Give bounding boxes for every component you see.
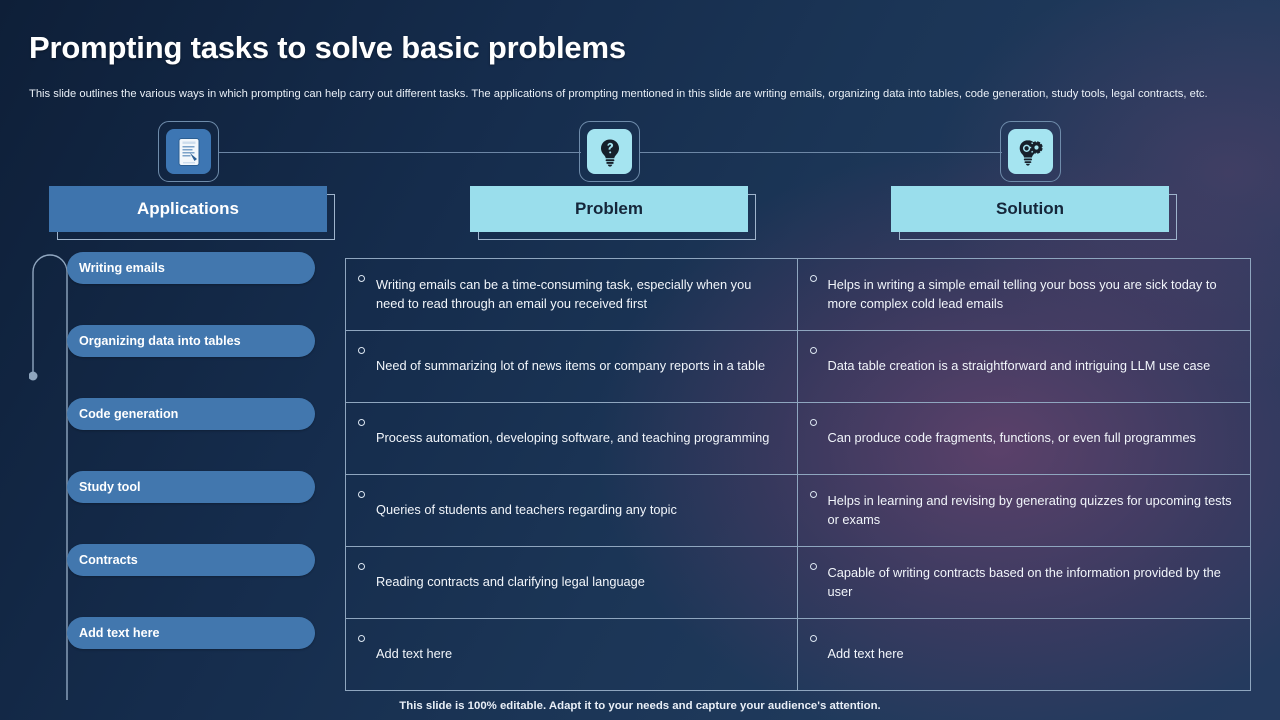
table-cell-text: Can produce code fragments, functions, o…: [827, 430, 1196, 446]
table-cell-text: Need of summarizing lot of news items or…: [376, 358, 766, 374]
connector-line-problem-solution: [639, 152, 1002, 153]
table-cell-problem[interactable]: Writing emails can be a time-consuming t…: [346, 259, 798, 330]
sidebar-item-organizing-data-into-tables[interactable]: Organizing data into tables: [67, 325, 315, 357]
page-title: Prompting tasks to solve basic problems: [29, 30, 626, 65]
table-row: Writing emails can be a time-consuming t…: [346, 259, 1250, 331]
table-cell-text: Add text here: [376, 646, 453, 662]
bullet-circle-icon: [358, 419, 365, 426]
table-cell-text: Queries of students and teachers regardi…: [376, 502, 677, 518]
table-cell-solution[interactable]: Helps in learning and revising by genera…: [798, 475, 1251, 546]
bullet-circle-icon: [358, 347, 365, 354]
table-cell-text: Data table creation is a straightforward…: [827, 358, 1211, 374]
sidebar-item-label: Add text here: [79, 626, 160, 640]
bullet-circle-icon: [358, 563, 365, 570]
bullet-circle-icon: [358, 491, 365, 498]
table-cell-solution[interactable]: Data table creation is a straightforward…: [798, 331, 1251, 402]
icon-badge-problem: [579, 121, 640, 182]
table-cell-problem[interactable]: Reading contracts and clarifying legal l…: [346, 547, 798, 618]
document-list-icon: [166, 129, 211, 174]
sidebar-item-label: Writing emails: [79, 261, 165, 275]
bullet-circle-icon: [809, 491, 817, 498]
sidebar-item-writing-emails[interactable]: Writing emails: [67, 252, 315, 284]
column-header-label-applications: Applications: [49, 186, 327, 232]
sidebar-item-add-text-here[interactable]: Add text here: [67, 617, 315, 649]
table-cell-solution[interactable]: Can produce code fragments, functions, o…: [798, 403, 1251, 474]
page-subtitle: This slide outlines the various ways in …: [29, 88, 1208, 100]
bullet-circle-icon: [809, 347, 817, 354]
table-row: Need of summarizing lot of news items or…: [346, 331, 1250, 403]
table-cell-text: Process automation, developing software,…: [376, 430, 770, 446]
sidebar-item-code-generation[interactable]: Code generation: [67, 398, 315, 430]
lightbulb-question-icon: [587, 129, 632, 174]
table-cell-problem[interactable]: Need of summarizing lot of news items or…: [346, 331, 798, 402]
sidebar-item-label: Code generation: [79, 407, 179, 421]
table-cell-problem[interactable]: Queries of students and teachers regardi…: [346, 475, 798, 546]
bullet-circle-icon: [358, 275, 365, 282]
bullet-circle-icon: [809, 275, 817, 282]
lightbulb-gear-icon: [1008, 129, 1053, 174]
table-cell-solution[interactable]: Helps in writing a simple email telling …: [798, 259, 1251, 330]
column-header-label-solution: Solution: [891, 186, 1169, 232]
table-cell-problem[interactable]: Add text here: [346, 619, 798, 690]
bullet-circle-icon: [809, 419, 817, 426]
table-row: Reading contracts and clarifying legal l…: [346, 547, 1250, 619]
table-row: Process automation, developing software,…: [346, 403, 1250, 475]
sidebar-item-study-tool[interactable]: Study tool: [67, 471, 315, 503]
table-cell-text: Reading contracts and clarifying legal l…: [376, 574, 645, 590]
footer-note: This slide is 100% editable. Adapt it to…: [399, 700, 881, 712]
table-cell-text: Helps in writing a simple email telling …: [827, 277, 1217, 311]
table-cell-problem[interactable]: Process automation, developing software,…: [346, 403, 798, 474]
column-header-problem[interactable]: Problem: [470, 186, 756, 240]
icon-badge-solution: [1000, 121, 1061, 182]
bullet-circle-icon: [358, 635, 365, 642]
table-row: Add text here Add text here: [346, 619, 1250, 691]
left-rail-decoration: [29, 252, 71, 700]
table-cell-text: Helps in learning and revising by genera…: [827, 493, 1232, 527]
sidebar-item-label: Organizing data into tables: [79, 334, 241, 348]
table-cell-text: Add text here: [827, 646, 904, 662]
connector-line-applications-problem: [218, 152, 581, 153]
table-cell-solution[interactable]: Add text here: [798, 619, 1251, 690]
table-cell-solution[interactable]: Capable of writing contracts based on th…: [798, 547, 1251, 618]
icon-badge-applications: [158, 121, 219, 182]
bullet-circle-icon: [809, 635, 817, 642]
column-header-solution[interactable]: Solution: [891, 186, 1177, 240]
table-cell-text: Capable of writing contracts based on th…: [827, 565, 1221, 599]
sidebar-item-label: Study tool: [79, 480, 141, 494]
table-cell-text: Writing emails can be a time-consuming t…: [376, 277, 752, 311]
column-header-label-problem: Problem: [470, 186, 748, 232]
column-header-applications[interactable]: Applications: [49, 186, 335, 240]
bullet-circle-icon: [809, 563, 817, 570]
comparison-table: Writing emails can be a time-consuming t…: [345, 258, 1251, 691]
sidebar-item-label: Contracts: [79, 553, 138, 567]
sidebar-item-contracts[interactable]: Contracts: [67, 544, 315, 576]
table-row: Queries of students and teachers regardi…: [346, 475, 1250, 547]
